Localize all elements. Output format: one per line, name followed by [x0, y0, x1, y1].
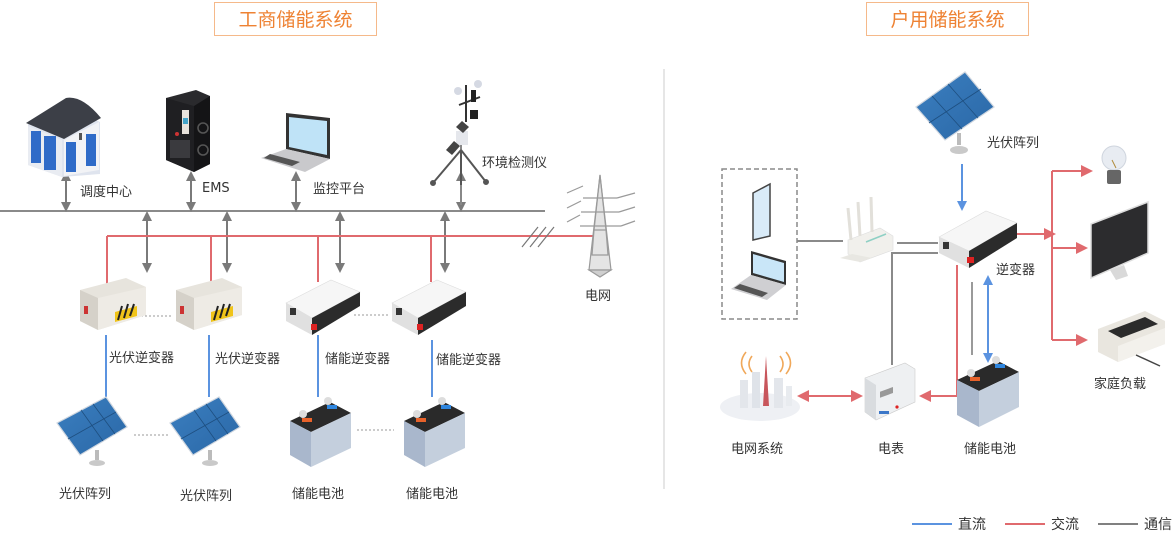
label-pv-array-right: 光伏阵列	[987, 136, 1040, 151]
grid-system-icon	[720, 351, 800, 421]
label-battery-2: 储能电池	[406, 487, 459, 502]
legend-line-ac	[1005, 523, 1045, 525]
dotted-connectors	[134, 314, 394, 436]
legend-label-dc: 直流	[958, 517, 986, 533]
section-title-commercial: 工商储能系统	[214, 2, 377, 36]
label-meter: 电表	[878, 442, 905, 457]
legend-item-dc: 直流	[912, 514, 986, 534]
label-grid-system: 电网系统	[731, 442, 784, 457]
monitoring-laptop-icon	[261, 113, 330, 172]
pv-array-icon-1	[56, 396, 128, 466]
pv-array-icon-right	[915, 71, 995, 154]
environment-monitor-icon	[430, 80, 489, 205]
label-storage-inverter-2: 储能逆变器	[436, 353, 502, 368]
legend-label-ac: 交流	[1051, 517, 1079, 533]
battery-icon-right	[957, 356, 1019, 427]
legend-label-comm: 通信	[1144, 517, 1172, 533]
label-inverter-right: 逆变器	[996, 263, 1036, 278]
grid-break-marks	[521, 226, 555, 248]
label-ems: EMS	[202, 181, 230, 196]
section-title-residential: 户用储能系统	[866, 2, 1029, 36]
label-battery-right: 储能电池	[964, 442, 1017, 457]
legend-item-comm: 通信	[1098, 514, 1172, 534]
label-pv-array-2: 光伏阵列	[180, 489, 233, 504]
pv-array-icon-2	[169, 396, 241, 466]
label-pv-array-1: 光伏阵列	[59, 487, 112, 502]
pv-inverter-icon-1	[80, 278, 146, 330]
legend-item-ac: 交流	[1005, 514, 1079, 534]
dispatch-center-icon	[26, 97, 101, 177]
ems-cabinet-icon	[166, 90, 210, 172]
inverter-icon-right	[938, 210, 1018, 268]
label-pv-inverter-2: 光伏逆变器	[215, 352, 281, 367]
router-icon	[840, 196, 894, 263]
ac-links-right	[797, 165, 1093, 402]
label-dispatch-center: 调度中心	[80, 185, 133, 200]
storage-inverter-icon-2	[391, 279, 467, 335]
label-pv-inverter-1: 光伏逆变器	[109, 351, 175, 366]
power-tower-icon	[566, 174, 636, 278]
user-laptop-icon	[731, 251, 786, 300]
ac-bus	[106, 235, 598, 285]
printer-icon	[1098, 311, 1165, 367]
storage-inverter-icon-1	[285, 279, 361, 335]
legend-line-dc	[912, 523, 952, 525]
tablet-icon	[752, 182, 771, 241]
monitor-icon	[1090, 200, 1149, 280]
pv-inverter-icon-2	[176, 278, 242, 330]
battery-icon-2	[404, 397, 465, 467]
comm-links-right	[797, 240, 973, 365]
label-home-load: 家庭负载	[1094, 377, 1147, 392]
label-battery-1: 储能电池	[292, 487, 345, 502]
label-environment-monitor: 环境检测仪	[482, 156, 548, 171]
legend-line-comm	[1098, 523, 1138, 525]
light-bulb-icon	[1101, 145, 1127, 184]
label-monitoring-platform: 监控平台	[313, 182, 366, 197]
electric-meter-icon	[864, 362, 916, 421]
label-storage-inverter-1: 储能逆变器	[325, 352, 391, 367]
battery-icon-1	[290, 397, 351, 467]
dc-links	[105, 335, 433, 397]
label-power-grid: 电网	[585, 289, 612, 304]
